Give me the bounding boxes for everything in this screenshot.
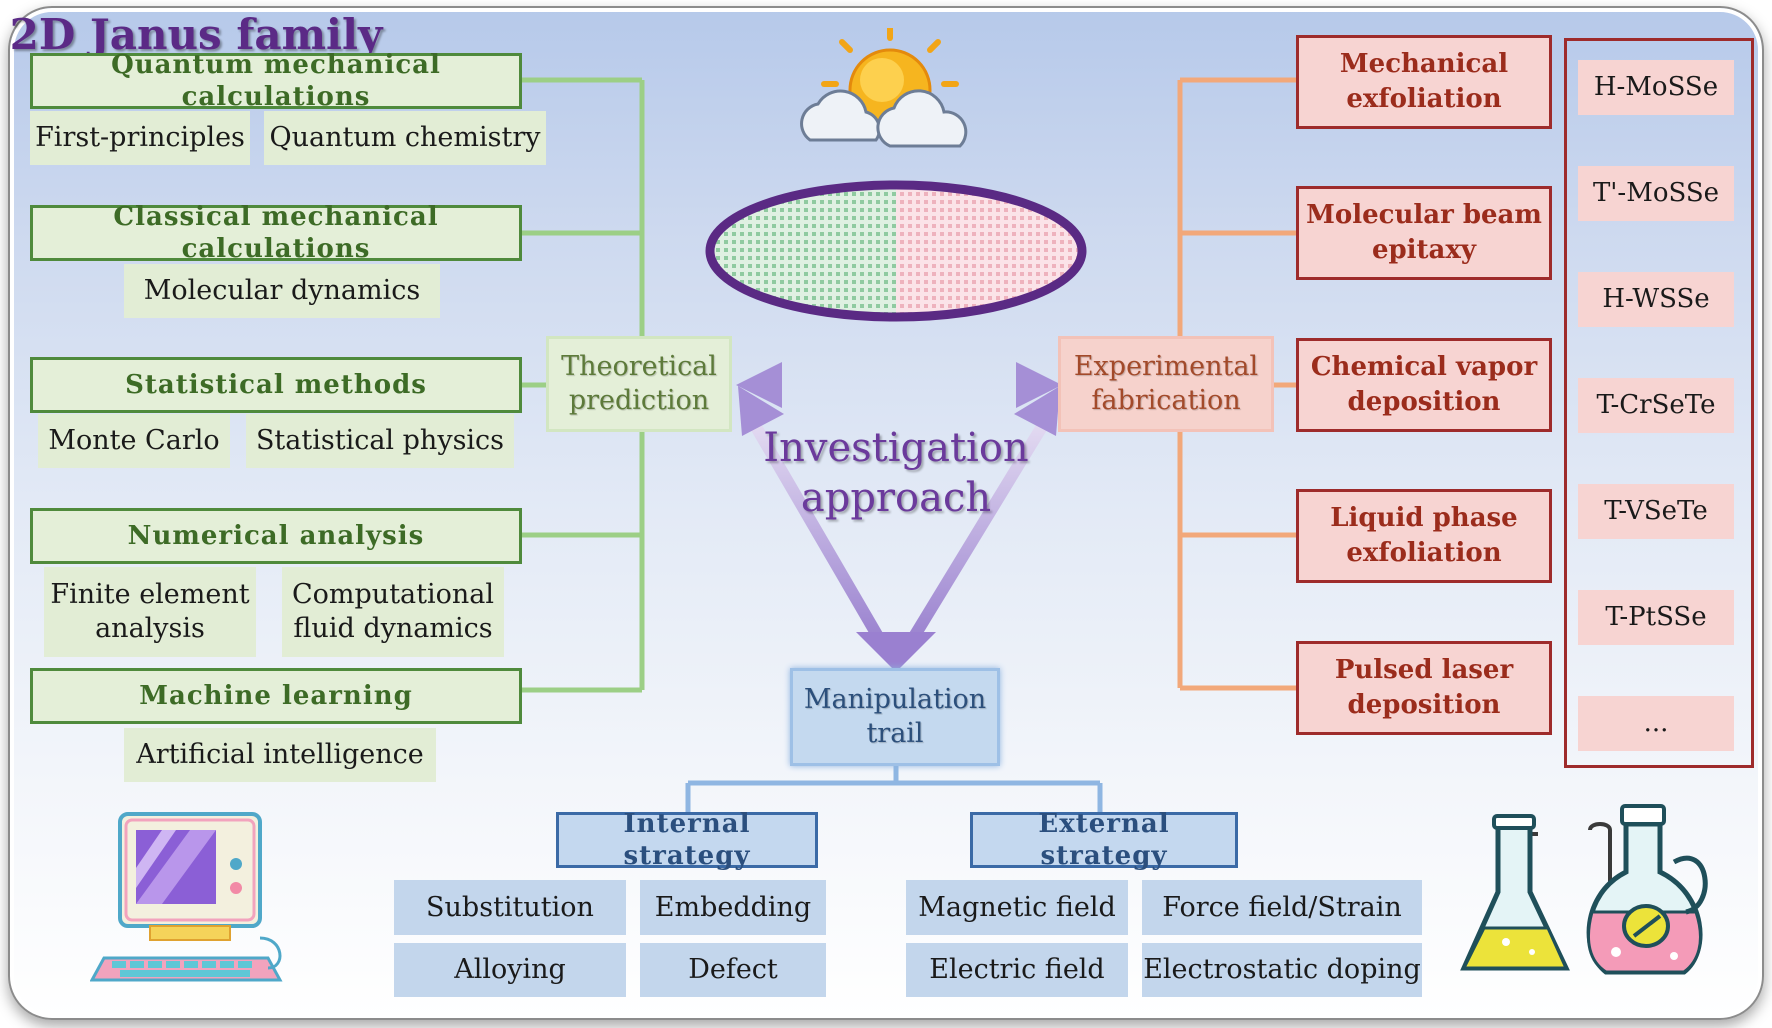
theory-sub-statistical-physics: Statistical physics <box>246 414 514 468</box>
node-theoretical-prediction-label: Theoretical prediction <box>561 351 717 416</box>
node-manipulation-trail[interactable]: Manipulation trail <box>790 668 1000 766</box>
exp-mbe[interactable]: Molecular beam epitaxy <box>1296 186 1552 280</box>
theory-sub-ai: Artificial intelligence <box>124 728 436 782</box>
node-manipulation-trail-label: Manipulation trail <box>803 684 987 749</box>
lab-flasks-icon <box>1460 804 1708 975</box>
node-experimental-fabrication-label: Experimental fabrication <box>1073 351 1259 416</box>
theory-head-ml[interactable]: Machine learning <box>30 668 522 724</box>
exp-pulsed-laser[interactable]: Pulsed laser deposition <box>1296 641 1552 735</box>
exp-cvd[interactable]: Chemical vapor deposition <box>1296 338 1552 432</box>
external-item-force-field: Force field/Strain <box>1142 880 1422 935</box>
theory-sub-cfd: Computational fluid dynamics <box>282 567 504 657</box>
external-strategy-head[interactable]: External strategy <box>970 809 1238 871</box>
material-item: T-CrSeTe <box>1578 378 1734 433</box>
investigation-label: Investigation approach <box>763 425 1029 521</box>
internal-item-defect: Defect <box>640 943 826 997</box>
node-theoretical-prediction[interactable]: Theoretical prediction <box>546 336 732 432</box>
manipulation-connectors <box>685 765 1103 815</box>
external-item-magnetic-field: Magnetic field <box>906 880 1128 935</box>
investigation-arrows <box>736 362 1062 672</box>
retro-computer-icon <box>90 812 283 982</box>
theory-sub-molecular-dynamics: Molecular dynamics <box>124 264 440 318</box>
theory-sub-first-principles: First-principles <box>30 111 250 165</box>
theory-head-quantum[interactable]: Quantum mechanical calculations <box>30 50 522 112</box>
materials-column <box>1564 38 1754 768</box>
theory-head-statistical[interactable]: Statistical methods <box>30 357 522 413</box>
theory-sub-quantum-chemistry: Quantum chemistry <box>264 111 546 165</box>
theory-sub-monte-carlo: Monte Carlo <box>38 414 230 468</box>
theory-sub-fea: Finite element analysis <box>44 567 256 657</box>
theory-head-classical[interactable]: Classical mechanical calculations <box>30 202 522 264</box>
sun-cloud-icon <box>800 28 968 148</box>
node-experimental-fabrication[interactable]: Experimental fabrication <box>1058 336 1274 432</box>
material-item: T-PtSSe <box>1578 590 1734 645</box>
material-item: T-VSeTe <box>1578 484 1734 539</box>
title-ellipse <box>705 180 1087 322</box>
external-item-electric-field: Electric field <box>906 943 1128 997</box>
material-item: T'-MoSSe <box>1578 166 1734 221</box>
theory-head-numerical[interactable]: Numerical analysis <box>30 508 522 564</box>
internal-item-alloying: Alloying <box>394 943 626 997</box>
material-item: H-WSSe <box>1578 272 1734 327</box>
exp-liquid-phase[interactable]: Liquid phase exfoliation <box>1296 489 1552 583</box>
internal-item-substitution: Substitution <box>394 880 626 935</box>
material-item: H-MoSSe <box>1578 60 1734 115</box>
internal-item-embedding: Embedding <box>640 880 826 935</box>
exp-mechanical-exfoliation[interactable]: Mechanical exfoliation <box>1296 35 1552 129</box>
page-title: 2D Janus family <box>9 9 383 59</box>
external-item-electrostatic-doping: Electrostatic doping <box>1142 943 1422 997</box>
internal-strategy-head[interactable]: Internal strategy <box>556 809 818 871</box>
material-item: ... <box>1578 696 1734 751</box>
